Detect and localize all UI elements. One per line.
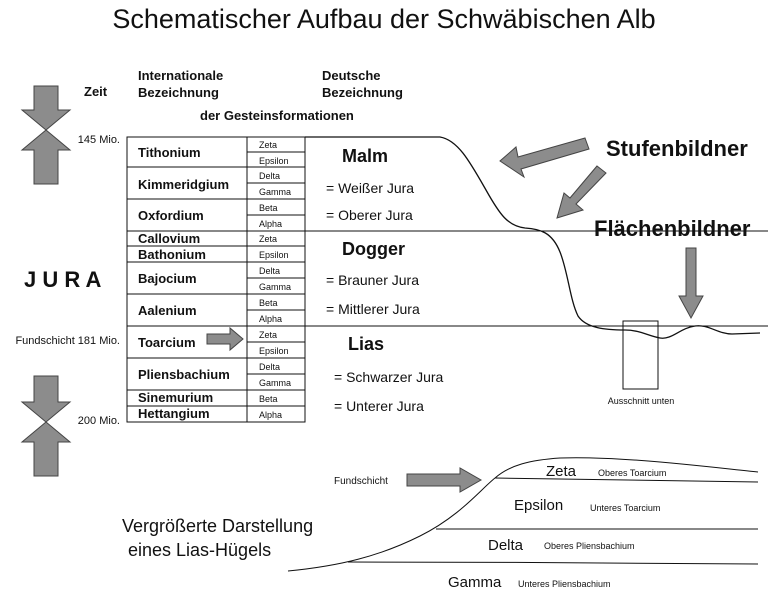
german-dogger-2: = Mittlerer Jura bbox=[326, 301, 420, 317]
german-malm: Malm bbox=[342, 146, 388, 166]
substage-label: Zeta bbox=[259, 234, 277, 244]
header-zeit: Zeit bbox=[84, 84, 108, 99]
time-200: 200 Mio. bbox=[78, 415, 120, 427]
header-de-line1: Deutsche bbox=[322, 68, 381, 83]
time-arrow-top-icon bbox=[20, 85, 72, 185]
german-lias-2: = Unterer Jura bbox=[334, 398, 424, 414]
layer-delta-name: Delta bbox=[488, 537, 524, 554]
label-fundschicht-bottom: Fundschicht bbox=[334, 476, 388, 487]
ausschnitt-box bbox=[622, 320, 659, 390]
stage-toarcium: Toarcium bbox=[138, 335, 196, 350]
layer-delta-desc: Oberes Pliensbachium bbox=[544, 541, 635, 551]
time-fundschicht: Fundschicht 181 Mio. bbox=[15, 335, 120, 347]
substage-label: Beta bbox=[259, 394, 278, 404]
label-stufenbildner: Stufenbildner bbox=[606, 136, 748, 161]
stage-callovium: Callovium bbox=[138, 231, 200, 246]
time-arrow-bottom-icon bbox=[20, 375, 72, 477]
layer-zeta-name: Zeta bbox=[546, 463, 577, 480]
stage-aalenium: Aalenium bbox=[138, 303, 197, 318]
header-intl-line1: Internationale bbox=[138, 68, 223, 83]
stage-bajocium: Bajocium bbox=[138, 271, 197, 286]
stage-pliensbachium: Pliensbachium bbox=[138, 367, 230, 382]
substage-labels: Zeta Epsilon Delta Gamma Beta Alpha Zeta… bbox=[259, 140, 291, 420]
substage-label: Beta bbox=[259, 203, 278, 213]
layer-zeta-desc: Oberes Toarcium bbox=[598, 468, 666, 478]
substage-label: Alpha bbox=[259, 410, 282, 420]
layer-gamma-name: Gamma bbox=[448, 574, 502, 591]
substage-label: Delta bbox=[259, 171, 280, 181]
caption-line2: eines Lias-Hügels bbox=[128, 540, 271, 560]
caption-line1: Vergrößerte Darstellung bbox=[122, 516, 313, 536]
layer-epsilon-name: Epsilon bbox=[514, 497, 563, 514]
layer-epsilon-desc: Unteres Toarcium bbox=[590, 503, 660, 513]
layer-gamma-desc: Unteres Pliensbachium bbox=[518, 579, 611, 589]
toarcium-arrow-icon bbox=[206, 326, 244, 352]
landscape-profile bbox=[305, 136, 761, 339]
substage-label: Gamma bbox=[259, 282, 291, 292]
stufenbildner-arrow-1-icon bbox=[499, 137, 590, 179]
stufenbildner-arrow-2-icon bbox=[556, 165, 607, 219]
stratigraphy-table bbox=[126, 136, 768, 423]
jura-label: J U R A bbox=[24, 267, 102, 292]
substage-label: Gamma bbox=[259, 187, 291, 197]
substage-label: Gamma bbox=[259, 378, 291, 388]
substage-label: Zeta bbox=[259, 140, 277, 150]
fundschicht-arrow-icon bbox=[406, 467, 483, 493]
header-de-line2: Bezeichnung bbox=[322, 85, 403, 100]
german-malm-1: = Weißer Jura bbox=[326, 180, 414, 196]
stage-bathonium: Bathonium bbox=[138, 247, 206, 262]
substage-label: Epsilon bbox=[259, 346, 289, 356]
german-lias: Lias bbox=[348, 334, 384, 354]
flaechenbildner-arrow-icon bbox=[678, 247, 704, 320]
stage-sinemurium: Sinemurium bbox=[138, 390, 213, 405]
substage-label: Zeta bbox=[259, 330, 277, 340]
substage-label: Delta bbox=[259, 266, 280, 276]
substage-label: Alpha bbox=[259, 219, 282, 229]
lias-hill-layers bbox=[287, 457, 759, 572]
german-malm-2: = Oberer Jura bbox=[326, 207, 413, 223]
diagram-title: Schematischer Aufbau der Schwäbischen Al… bbox=[112, 4, 655, 34]
substage-label: Beta bbox=[259, 298, 278, 308]
german-dogger-1: = Brauner Jura bbox=[326, 272, 419, 288]
stage-hettangium: Hettangium bbox=[138, 406, 210, 421]
german-dogger: Dogger bbox=[342, 239, 405, 259]
substage-label: Epsilon bbox=[259, 156, 289, 166]
substage-label: Alpha bbox=[259, 314, 282, 324]
header-gestein: der Gesteinsformationen bbox=[200, 108, 354, 123]
time-145: 145 Mio. bbox=[78, 134, 120, 146]
stage-oxfordium: Oxfordium bbox=[138, 208, 204, 223]
header-intl-line2: Bezeichnung bbox=[138, 85, 219, 100]
label-ausschnitt: Ausschnitt unten bbox=[608, 396, 675, 406]
german-lias-1: = Schwarzer Jura bbox=[334, 369, 444, 385]
stage-kimmeridgium: Kimmeridgium bbox=[138, 177, 229, 192]
stage-tithonium: Tithonium bbox=[138, 145, 201, 160]
label-flaechenbildner: Flächenbildner bbox=[594, 216, 751, 241]
substage-label: Delta bbox=[259, 362, 280, 372]
substage-label: Epsilon bbox=[259, 250, 289, 260]
